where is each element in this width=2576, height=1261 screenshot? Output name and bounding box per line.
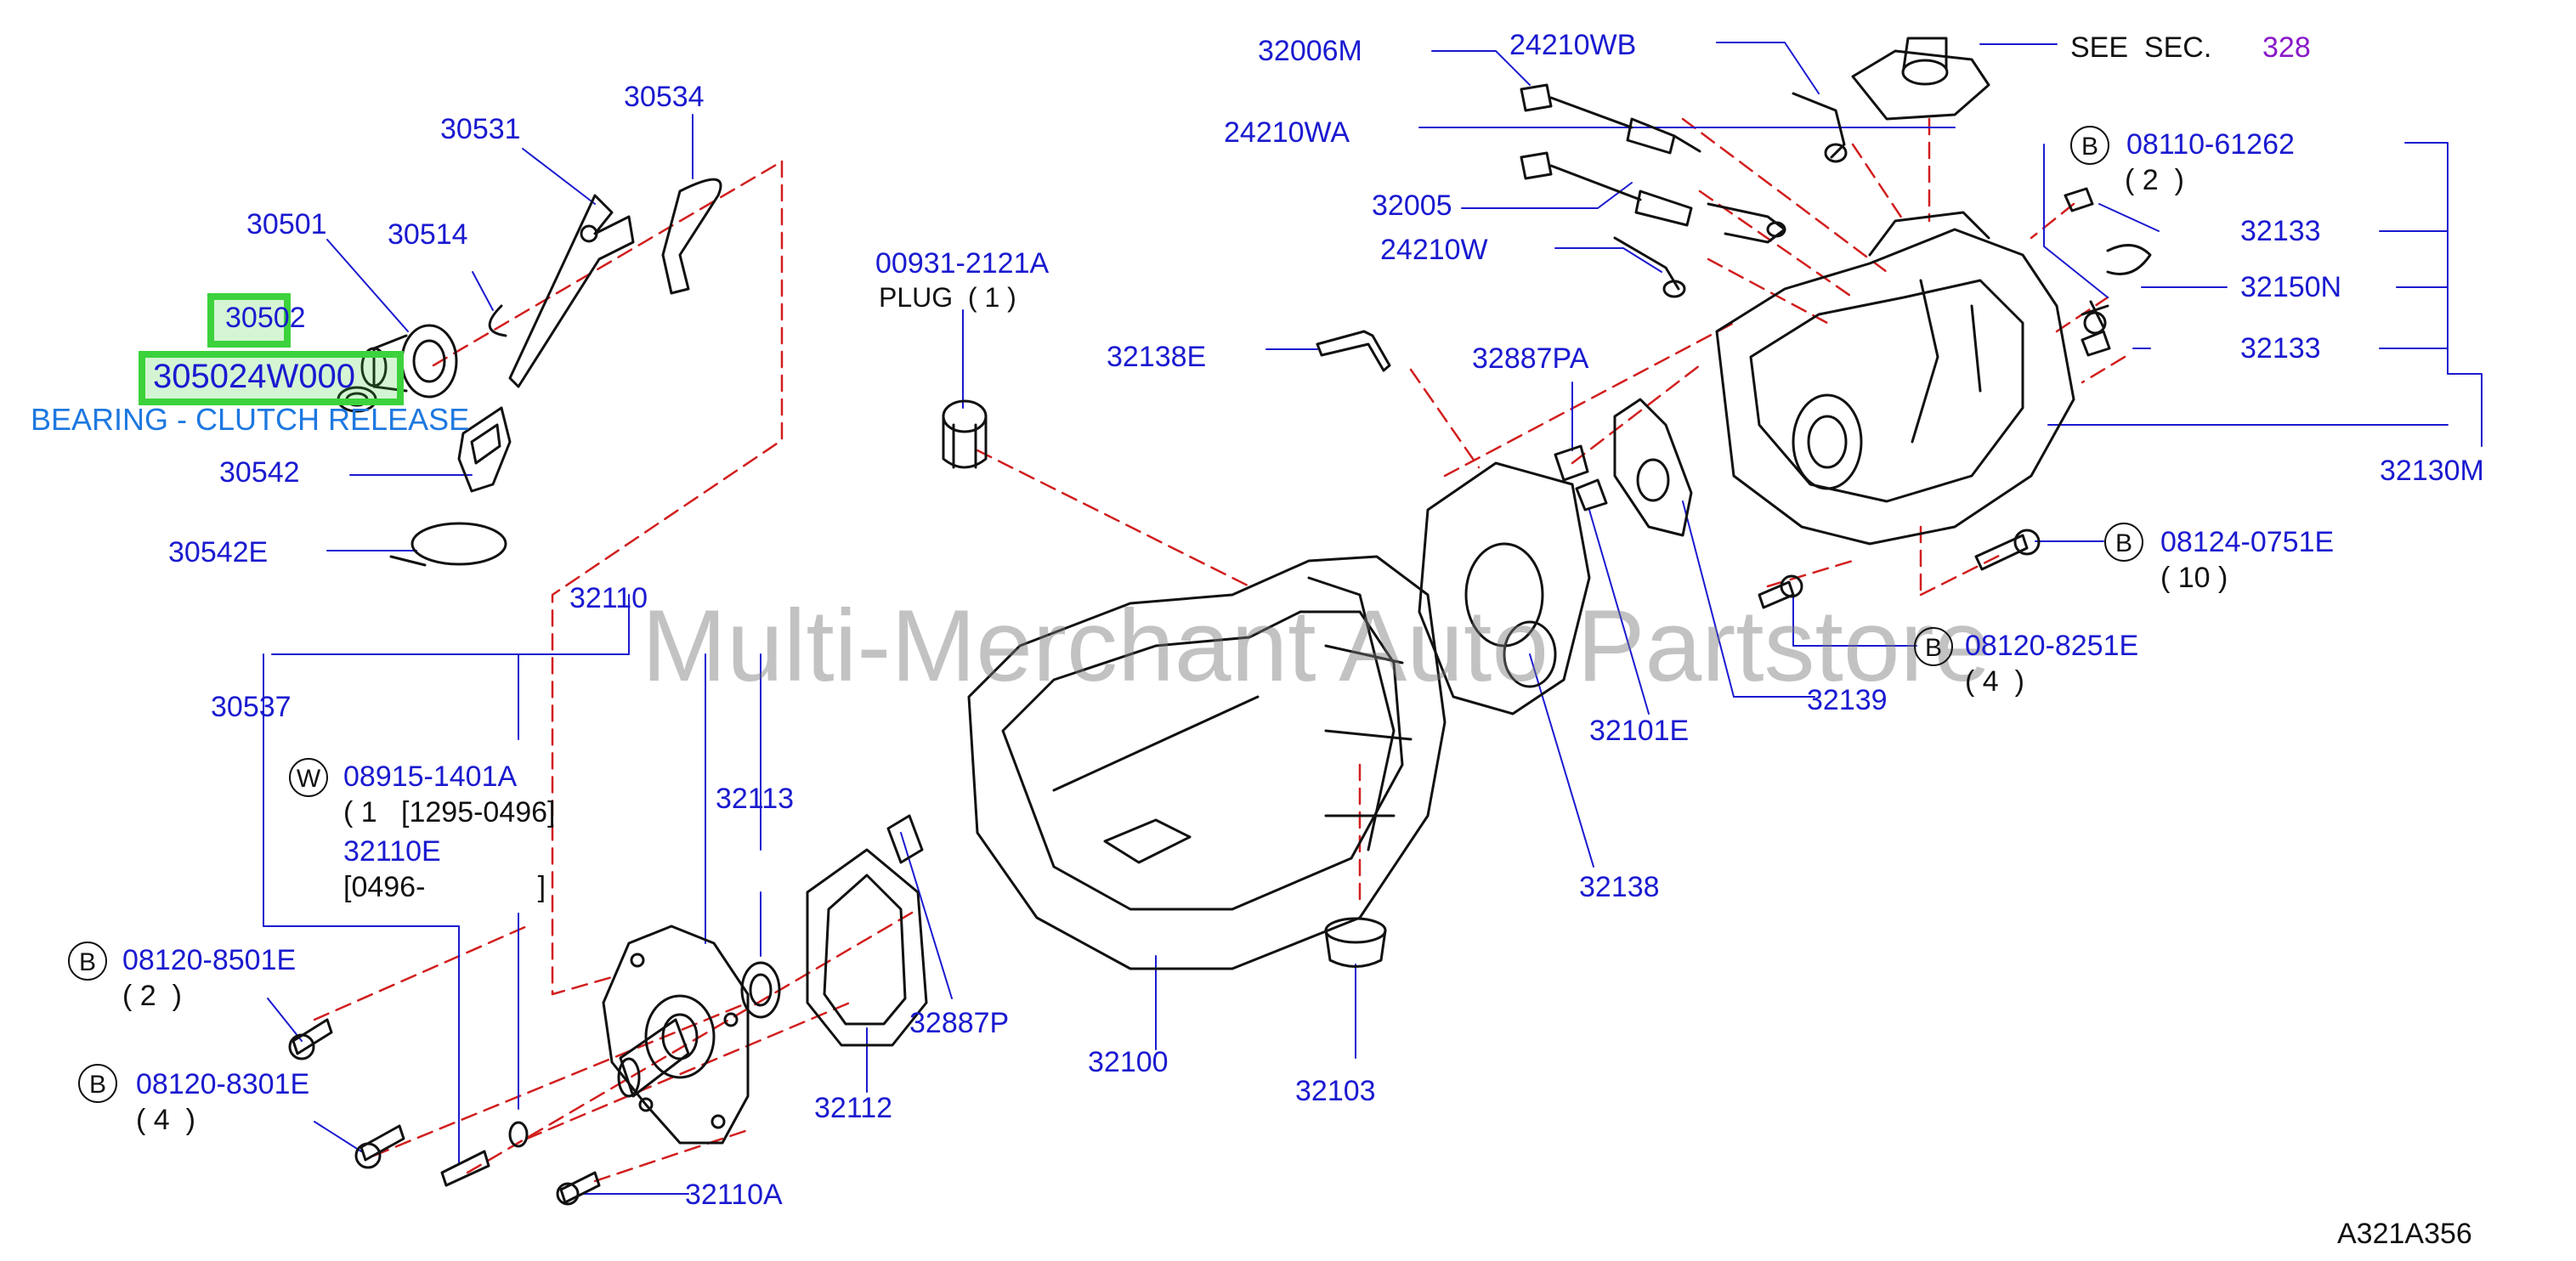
label-32100[interactable]: 32100 <box>1088 1046 1169 1078</box>
bolts-left <box>288 1018 601 1206</box>
label-08120-8251E[interactable]: 08120-8251E <box>1965 630 2139 662</box>
part-30542E-band <box>410 522 507 566</box>
label-24210W[interactable]: 24210W <box>1380 234 1488 266</box>
label-32138[interactable]: 32138 <box>1579 871 1660 903</box>
label-32887PA[interactable]: 32887PA <box>1472 342 1589 375</box>
label-bearing-clutch-release: BEARING - CLUTCH RELEASE <box>31 402 470 437</box>
highlight-part-number <box>207 293 291 348</box>
part-32130M-extension-housing <box>1715 211 2075 546</box>
label-plug: PLUG ( 1 ) <box>879 282 1016 313</box>
label-32112[interactable]: 32112 <box>814 1092 893 1124</box>
label-32138E[interactable]: 32138E <box>1107 341 1207 373</box>
part-32101E-adapter-plate <box>1418 461 1591 715</box>
label-30514[interactable]: 30514 <box>388 218 468 251</box>
label-qty-4b: ( 4 ) <box>136 1104 195 1136</box>
label-32150N[interactable]: 32150N <box>2240 271 2342 303</box>
label-qty-2b: ( 2 ) <box>122 980 182 1012</box>
part-32887P-dowel <box>886 814 924 864</box>
part-top-cover-plate <box>1851 37 1990 121</box>
part-30531-fork <box>508 194 635 388</box>
label-32133b[interactable]: 32133 <box>2240 332 2321 365</box>
label-qty-10: ( 10 ) <box>2160 562 2228 594</box>
label-qty-4a: ( 4 ) <box>1965 665 2024 698</box>
label-32887P[interactable]: 32887P <box>909 1007 1010 1039</box>
label-see-sec-number[interactable]: 328 <box>2262 31 2311 64</box>
part-32112-gasket <box>806 848 928 1047</box>
label-08124-0751E[interactable]: 08124-0751E <box>2160 526 2335 558</box>
circle-mark-b4: B <box>68 942 107 981</box>
circle-mark-b2: B <box>2104 523 2143 562</box>
part-32110-front-cover <box>602 925 750 1145</box>
diagram-code: A321A356 <box>2337 1218 2472 1250</box>
circle-mark-w: W <box>289 758 328 797</box>
label-24210WB[interactable]: 24210WB <box>1509 29 1637 61</box>
part-32138E-breather <box>1316 330 1391 372</box>
label-08120-8301E[interactable]: 08120-8301E <box>136 1068 310 1100</box>
part-32103-plug <box>1324 917 1387 968</box>
label-30537[interactable]: 30537 <box>211 691 292 723</box>
label-32110[interactable]: 32110 <box>569 582 648 614</box>
label-30531[interactable]: 30531 <box>440 113 521 145</box>
label-32113[interactable]: 32113 <box>716 783 795 815</box>
label-00931-2121A[interactable]: 00931-2121A <box>875 247 1050 280</box>
part-00931-plug <box>942 399 988 469</box>
part-30514-spring <box>488 304 507 337</box>
label-32103[interactable]: 32103 <box>1295 1075 1376 1107</box>
label-30542E[interactable]: 30542E <box>168 536 269 568</box>
label-32110A[interactable]: 32110A <box>685 1179 783 1211</box>
label-32005[interactable]: 32005 <box>1372 189 1452 222</box>
label-qty-1-range: ( 1 [1295-0496] <box>343 796 556 828</box>
circle-mark-b: B <box>2070 126 2109 165</box>
label-32101E[interactable]: 32101E <box>1589 715 1690 747</box>
label-30534[interactable]: 30534 <box>624 81 705 113</box>
label-32130M[interactable]: 32130M <box>2380 455 2484 487</box>
label-range-0496: [0496- ] <box>343 871 546 903</box>
label-32139[interactable]: 32139 <box>1807 684 1888 716</box>
part-32100-clutch-housing <box>967 555 1447 970</box>
label-08120-8501E[interactable]: 08120-8501E <box>122 944 297 976</box>
label-32006M[interactable]: 32006M <box>1258 35 1362 67</box>
part-32139-gasket <box>1613 398 1693 537</box>
label-30542[interactable]: 30542 <box>219 456 300 489</box>
part-30534-clip <box>661 178 722 295</box>
label-see-sec: SEE SEC. <box>2070 31 2212 64</box>
highlight-part-code <box>139 351 404 405</box>
circle-mark-b3: B <box>1914 627 1953 666</box>
label-32110E[interactable]: 32110E <box>343 835 441 868</box>
sensors-switches <box>1520 83 1848 298</box>
leader-lines <box>263 42 2483 1195</box>
label-30501[interactable]: 30501 <box>246 208 327 240</box>
label-24210WA[interactable]: 24210WA <box>1224 116 1350 149</box>
label-08915-1401A[interactable]: 08915-1401A <box>343 761 518 793</box>
guide-lines <box>313 117 2126 1183</box>
label-08110-61262[interactable]: 08110-61262 <box>2126 128 2295 161</box>
part-32113-oil-seal <box>740 961 781 1019</box>
label-32133a[interactable]: 32133 <box>2240 215 2321 247</box>
label-305024W000[interactable]: 305024W000 <box>153 358 355 395</box>
watermark: Multi-Merchant Auto Partstore <box>642 589 1991 703</box>
circle-mark-b5: B <box>78 1064 117 1103</box>
part-30542-boot <box>457 406 512 493</box>
label-30502[interactable]: 30502 <box>225 302 306 334</box>
label-qty-2a: ( 2 ) <box>2125 164 2184 196</box>
